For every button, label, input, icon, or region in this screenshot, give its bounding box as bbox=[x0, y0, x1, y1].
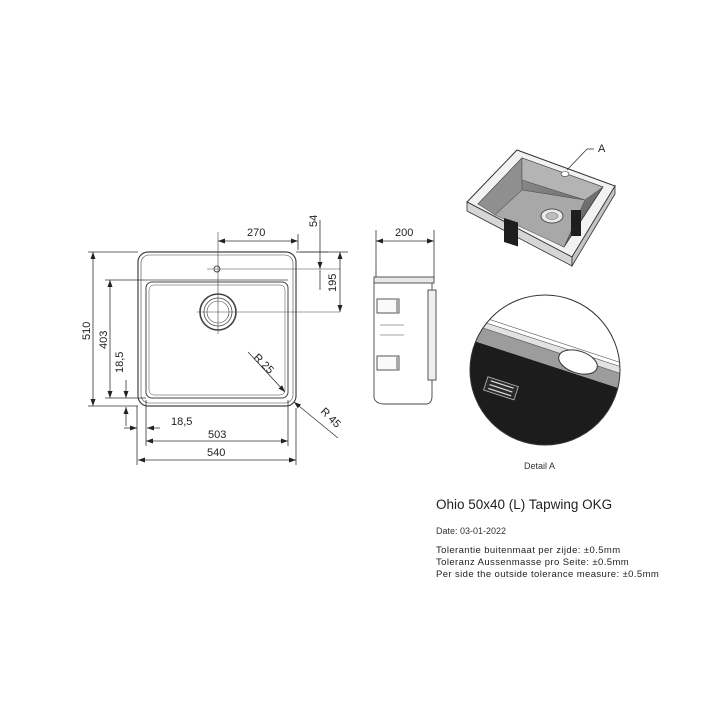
sink-side-view bbox=[373, 262, 437, 405]
dimension-lines bbox=[88, 220, 435, 465]
tolerance-en: Per side the outside tolerance measure: … bbox=[436, 569, 660, 580]
dim-bowl-height: 403 bbox=[98, 331, 110, 349]
dim-bottom-offset: 18,5 bbox=[171, 416, 192, 428]
detail-a-border bbox=[469, 294, 621, 446]
dim-top-offset: 54 bbox=[308, 215, 320, 227]
drawing-title: Ohio 50x40 (L) Tapwing OKG bbox=[436, 497, 613, 512]
dim-overall-width: 540 bbox=[207, 447, 225, 459]
sink-outer-outline bbox=[137, 251, 297, 407]
sink-top-view bbox=[137, 232, 340, 407]
sink-bowl-outline bbox=[145, 281, 289, 399]
dim-radius-inner: R 25 bbox=[251, 352, 276, 377]
dim-overall-height: 510 bbox=[81, 322, 93, 340]
dim-side-depth: 200 bbox=[395, 227, 413, 239]
tolerance-nl: Tolerantie buitenmaat per zijde: ±0.5mm bbox=[436, 545, 621, 556]
dim-top-width: 270 bbox=[247, 227, 265, 239]
dim-bowl-width: 503 bbox=[208, 429, 226, 441]
callout-label-a: A bbox=[598, 143, 606, 155]
dim-radius-outer: R 45 bbox=[318, 406, 343, 431]
dimension-labels: 270 54 195 200 510 403 18,5 18,5 503 540… bbox=[81, 215, 413, 459]
dim-left-offset: 18,5 bbox=[114, 352, 126, 373]
sink-rim bbox=[140, 254, 294, 404]
drawing-date: Date: 03-01-2022 bbox=[436, 526, 507, 536]
detail-a-view bbox=[469, 294, 621, 446]
sink-bowl-inner bbox=[148, 284, 286, 396]
sink-isometric-view: A bbox=[466, 143, 616, 268]
dim-right-height: 195 bbox=[327, 274, 339, 292]
detail-a-caption: Detail A bbox=[524, 461, 556, 471]
tolerance-de: Toleranz Aussenmasse pro Seite: ±0.5mm bbox=[436, 557, 630, 568]
title-block: Ohio 50x40 (L) Tapwing OKG Date: 03-01-2… bbox=[436, 497, 716, 581]
